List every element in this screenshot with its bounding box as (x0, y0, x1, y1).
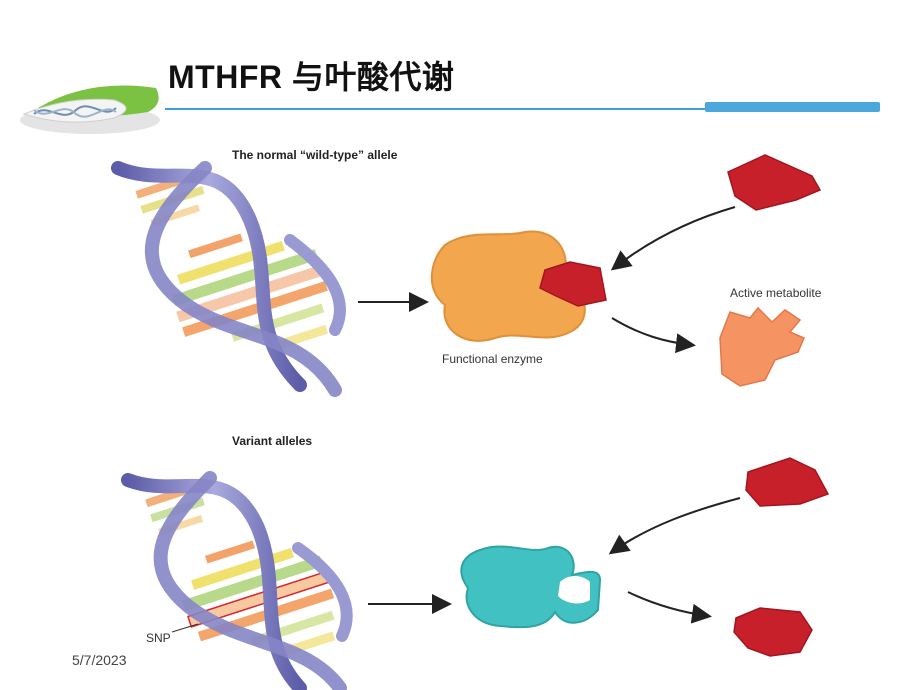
dna-helix-bottom (121, 471, 353, 690)
bound-substrate (539, 261, 607, 307)
variant-alleles-heading: Variant alleles (232, 434, 313, 448)
active-metabolite (719, 306, 805, 387)
wild-type-heading: The normal “wild-type” allele (232, 148, 398, 162)
variant-enzyme (460, 545, 602, 629)
slide-date: 5/7/2023 (72, 652, 127, 668)
substrate-bottom-in (745, 457, 830, 507)
snp-label: SNP (146, 631, 171, 645)
substrate-top (727, 154, 822, 211)
arrow-enzyme-to-product-bottom (627, 591, 712, 624)
functional-enzyme (430, 230, 586, 342)
dna-helix-top (111, 161, 346, 397)
active-metabolite-label: Active metabolite (730, 286, 822, 300)
substrate-bottom-unconverted (733, 607, 813, 657)
arrow-substrate-to-enzyme-top (610, 206, 736, 271)
arrow-enzyme-to-metabolite (611, 317, 696, 354)
title-divider (165, 108, 705, 110)
slide-title: MTHFR 与叶酸代谢 (168, 59, 455, 95)
functional-enzyme-label: Functional enzyme (442, 352, 543, 366)
misshapen-binding-site (558, 576, 590, 604)
arrow-substrate-to-enzyme-bottom (608, 497, 741, 555)
title-accent-bar (705, 102, 880, 112)
dna-capsule-logo (18, 78, 163, 143)
